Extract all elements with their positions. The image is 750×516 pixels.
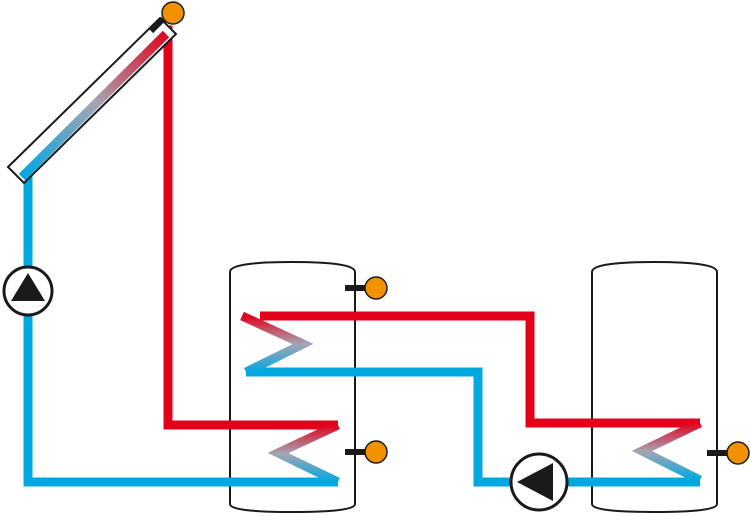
- collector-absorber: [18, 30, 170, 181]
- storage-tank-2: [591, 260, 718, 514]
- tank-1-lower-coil: [267, 420, 340, 487]
- pump-arrow-up-icon: [11, 273, 45, 301]
- tank-1-upper-sensor: [345, 276, 388, 300]
- transfer-return-pipe: [246, 367, 700, 487]
- temperature-sensor-icon: [364, 276, 388, 300]
- solar-collector: [6, 16, 178, 185]
- temperature-sensor-icon: [161, 1, 185, 25]
- transfer-flow-pipe: [260, 311, 700, 428]
- storage-tank-1: [229, 260, 356, 514]
- collector-sensor: [148, 1, 185, 34]
- tank-2-coil: [631, 418, 703, 485]
- pump-arrow-left-icon: [517, 463, 553, 501]
- transfer-pump: [509, 452, 569, 512]
- tank-icon: [591, 260, 718, 514]
- tank-1-lower-sensor: [345, 440, 388, 464]
- solar-circuit-pump: [2, 265, 54, 317]
- temperature-sensor-icon: [364, 440, 388, 464]
- temperature-sensor-icon: [726, 441, 750, 465]
- tank-icon: [229, 260, 356, 514]
- solar-panel-icon: [6, 16, 178, 185]
- tank-2-sensor: [707, 441, 750, 465]
- tank-1-upper-coil: [240, 311, 314, 377]
